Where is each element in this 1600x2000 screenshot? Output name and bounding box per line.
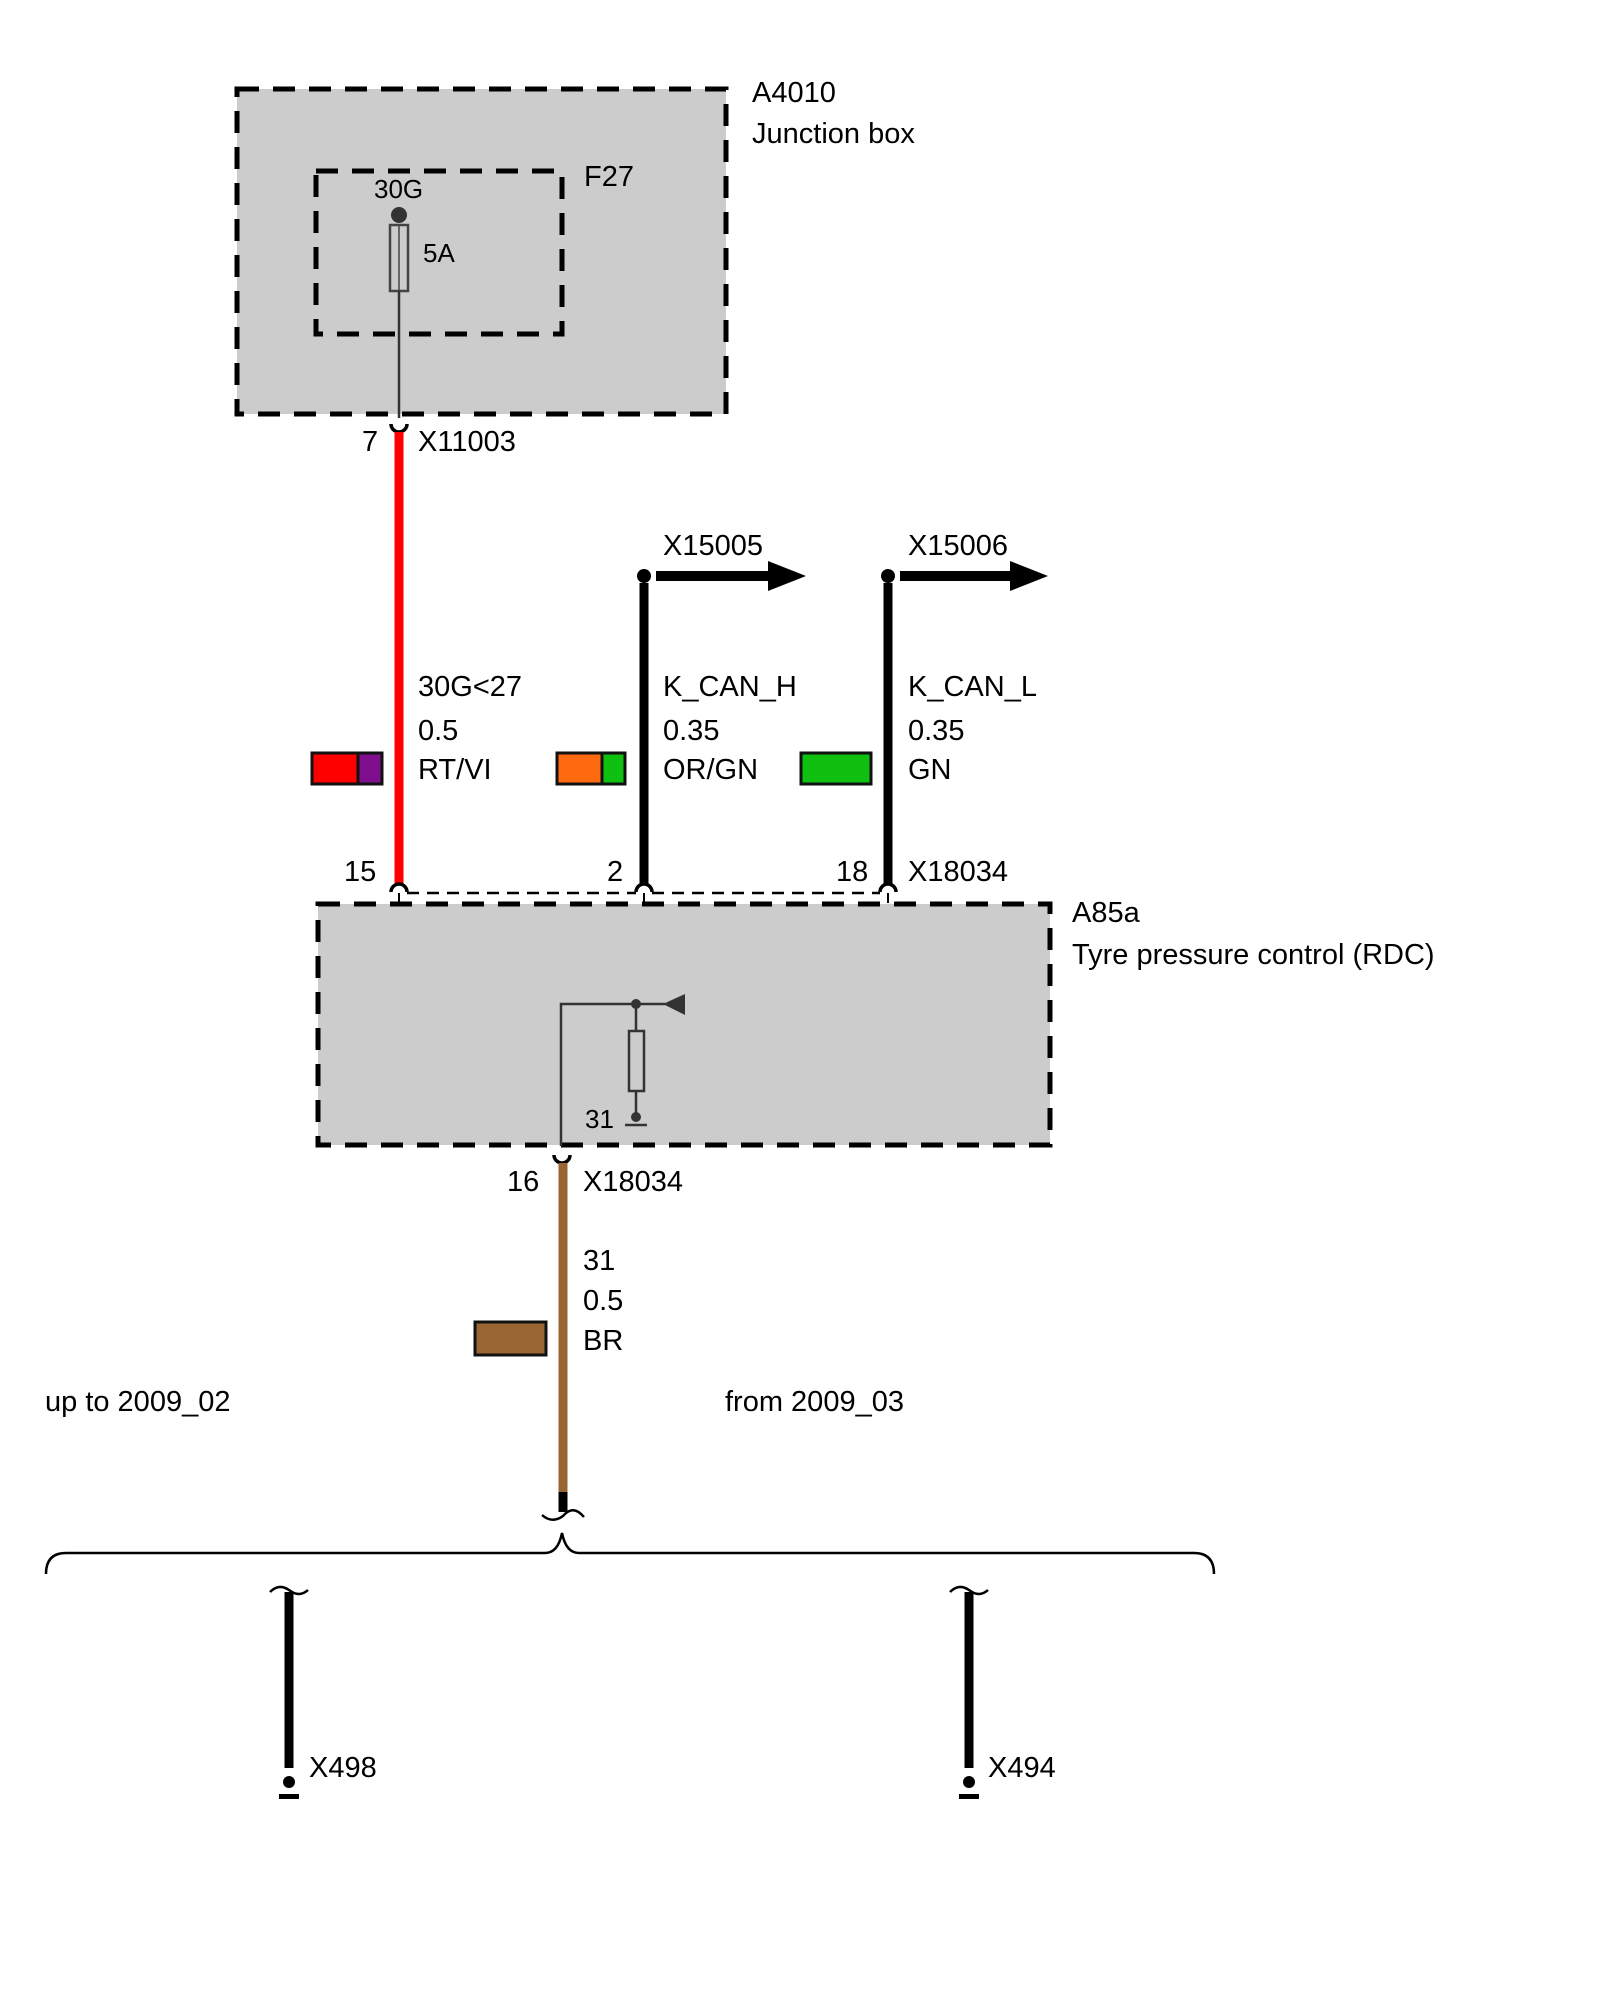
ground-dot-icon xyxy=(283,1776,295,1788)
wire-k-can-h[interactable]: X15005 K_CAN_H 0.35 OR/GN xyxy=(555,530,806,884)
junction-box: A4010 Junction box F27 30G 5A xyxy=(234,77,915,418)
fuse-terminal: 30G xyxy=(374,174,423,204)
ground-dot-icon xyxy=(963,1776,975,1788)
swatch-border xyxy=(473,1320,548,1357)
variant-brace xyxy=(44,1532,1216,1575)
connector-x18034-bottom: 16 X18034 xyxy=(507,1154,683,1198)
swatch-color-primary xyxy=(557,753,602,784)
wire-signal: K_CAN_L xyxy=(908,671,1037,703)
junction-dot-icon xyxy=(881,569,895,583)
destination-connector: X15006 xyxy=(908,530,1008,562)
wire-signal: 30G<27 xyxy=(418,671,522,703)
fuse-outline xyxy=(313,168,565,337)
wire-break-icon xyxy=(269,1585,309,1596)
ground-connector-label: X498 xyxy=(309,1752,377,1784)
rdc-module-outline xyxy=(315,901,1053,1148)
connector-x18034-top: 15 2 18 X18034 xyxy=(344,856,1008,903)
swatch-border xyxy=(799,751,873,786)
arrow-right-icon xyxy=(768,561,806,591)
ground-x498[interactable]: X498 xyxy=(269,1585,377,1799)
connector-cup-icon xyxy=(552,1154,572,1165)
connector-pin: 15 xyxy=(344,856,376,888)
fuse-id: F27 xyxy=(584,161,634,193)
connector-name: X18034 xyxy=(908,856,1008,888)
ground-label: 31 xyxy=(585,1104,614,1134)
wire-gauge: 0.5 xyxy=(583,1285,623,1317)
wire-signal: 31 xyxy=(583,1245,615,1277)
color-swatch xyxy=(473,1320,548,1357)
ground-connector-label: X494 xyxy=(988,1752,1056,1784)
wire-color-code: RT/VI xyxy=(418,754,492,786)
swatch-color-primary xyxy=(475,1322,546,1355)
swatch-color-primary xyxy=(312,753,358,784)
connector-cup-icon xyxy=(878,882,898,893)
fuse-f27: F27 30G 5A xyxy=(313,161,634,337)
ground-icon xyxy=(959,1794,979,1799)
connector-x11003: 7 X11003 xyxy=(362,423,516,458)
terminal-dot-icon xyxy=(391,207,407,223)
wire-break-icon xyxy=(949,1585,989,1596)
rdc-module-id: A85a xyxy=(1072,897,1141,929)
rdc-module: A85a Tyre pressure control (RDC) 31 xyxy=(315,897,1435,1148)
ground-x494[interactable]: X494 xyxy=(949,1585,1056,1799)
rdc-internal-circuit: 31 xyxy=(559,994,685,1146)
wire-30g[interactable]: 30G<27 0.5 RT/VI xyxy=(310,432,522,884)
junction-box-outline xyxy=(234,86,729,417)
variant-label-left: up to 2009_02 xyxy=(45,1386,230,1418)
internal-wire xyxy=(559,1002,665,1146)
junction-box-name: Junction box xyxy=(752,118,915,150)
swatch-color-primary xyxy=(801,753,871,784)
wire-signal: K_CAN_H xyxy=(663,671,797,703)
connector-cup-icon xyxy=(389,423,409,434)
wire-gauge: 0.35 xyxy=(663,715,719,747)
variant-label-right: from 2009_03 xyxy=(725,1386,904,1418)
ground-icon xyxy=(279,1794,299,1799)
junction-box-id: A4010 xyxy=(752,77,836,109)
color-swatch xyxy=(799,751,873,786)
signal-triangle-icon xyxy=(663,994,685,1015)
swatch-border xyxy=(310,751,384,786)
wire-color-code: GN xyxy=(908,754,952,786)
swatch-color-secondary xyxy=(358,753,382,784)
connector-cup-icon xyxy=(634,882,654,893)
wire-gauge: 0.5 xyxy=(418,715,458,747)
rdc-module-name: Tyre pressure control (RDC) xyxy=(1072,939,1435,971)
color-swatch xyxy=(555,751,627,786)
wire-31-ground[interactable]: 31 0.5 BR xyxy=(473,1163,623,1521)
destination-connector: X15005 xyxy=(663,530,763,562)
connector-cup-icon xyxy=(389,882,409,893)
swatch-color-secondary xyxy=(602,753,625,784)
connector-pin: 2 xyxy=(607,856,623,888)
swatch-border xyxy=(555,751,627,786)
arrow-right-icon xyxy=(1010,561,1048,591)
wire-break-icon xyxy=(541,1509,585,1521)
ground-dot-icon xyxy=(631,1112,641,1122)
connector-pin: 7 xyxy=(362,426,378,458)
wire-color-code: OR/GN xyxy=(663,754,758,786)
color-swatch xyxy=(310,751,384,786)
wire-gauge: 0.35 xyxy=(908,715,964,747)
wire-color-code: BR xyxy=(583,1325,623,1357)
connector-pin: 18 xyxy=(836,856,868,888)
junction-dot-icon xyxy=(637,569,651,583)
connector-name: X18034 xyxy=(583,1166,683,1198)
connector-pin: 16 xyxy=(507,1166,539,1198)
wire-k-can-l[interactable]: X15006 K_CAN_L 0.35 GN xyxy=(799,530,1048,884)
connector-name: X11003 xyxy=(418,426,516,458)
fuse-rating: 5A xyxy=(423,238,455,268)
